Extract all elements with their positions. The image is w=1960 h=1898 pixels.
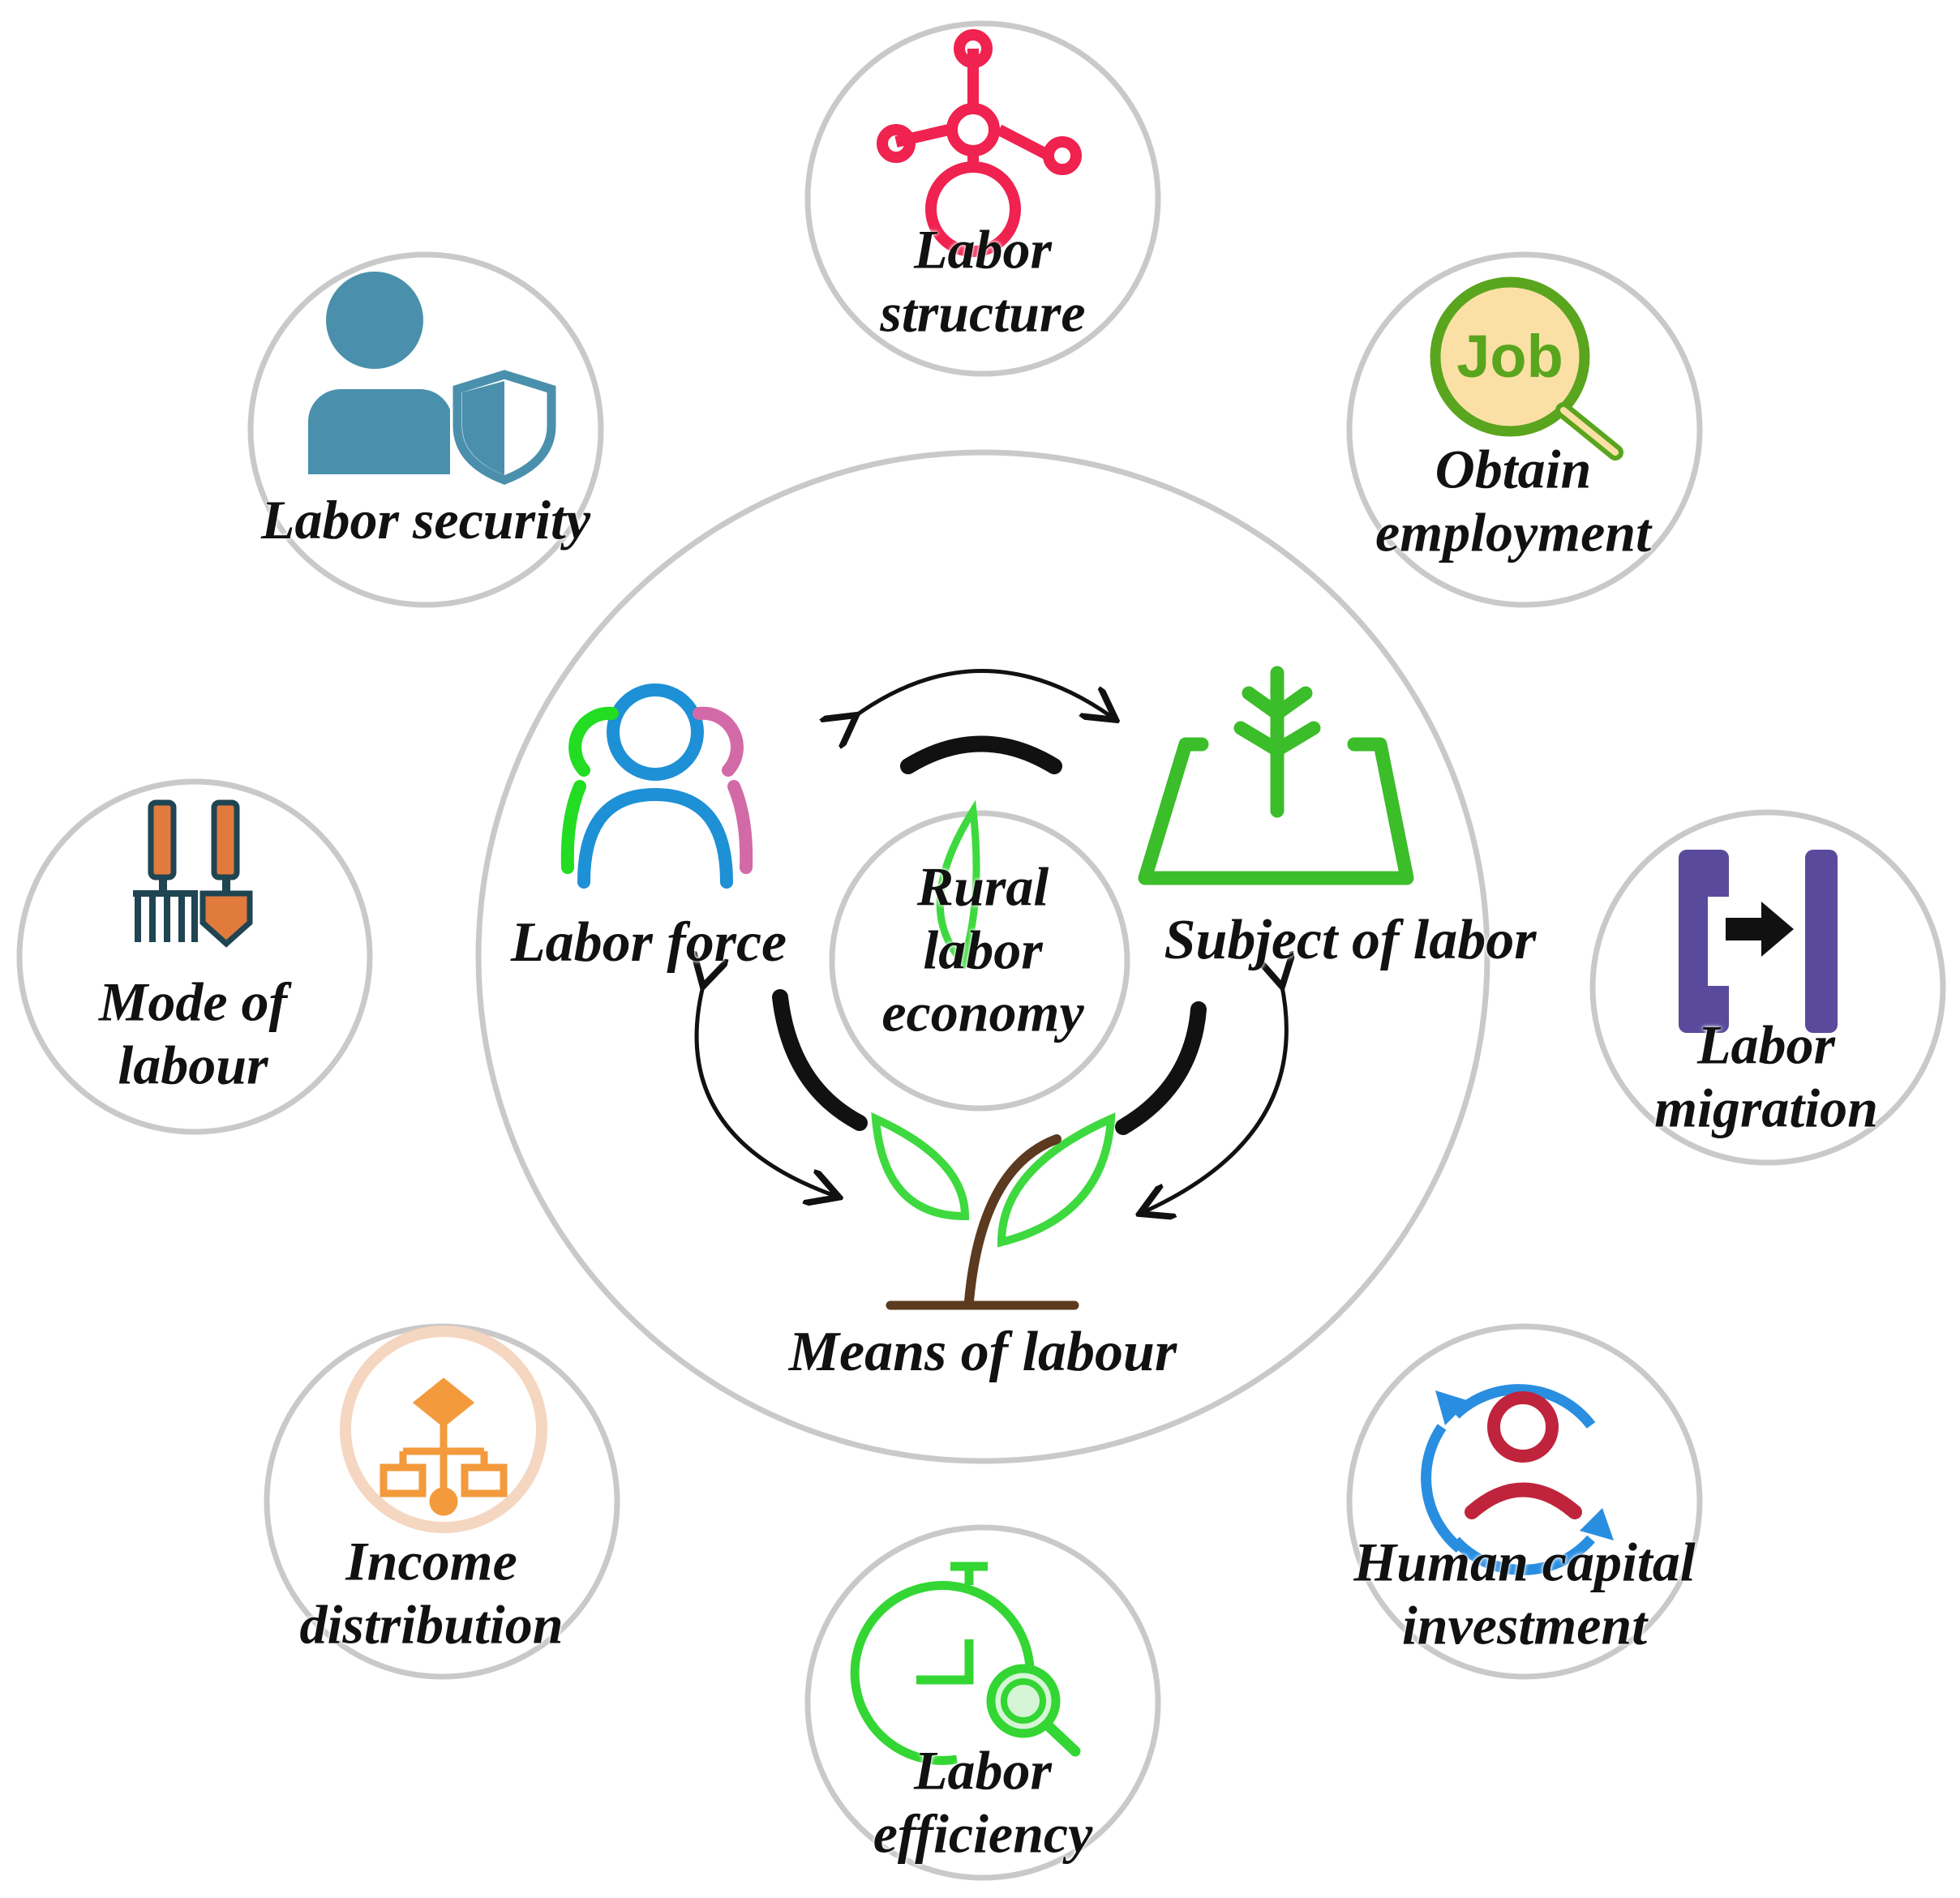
ring-labor-structure [804, 20, 1161, 377]
people-icon [560, 683, 753, 889]
ring-mode-of-labour [16, 778, 373, 1135]
garden-tools-icon [133, 799, 253, 948]
human-capital-label: Human capital investment [1353, 1531, 1695, 1656]
obtain-employment-line-1: Obtain [1435, 438, 1592, 500]
center-label: Rural labor economy [881, 856, 1083, 1045]
means-of-labour-label: Means of labour [788, 1321, 1177, 1384]
obtain-employment-line-2: employment [1375, 501, 1651, 563]
labor-structure-line-2: structure [880, 281, 1086, 343]
migration-icon [1679, 850, 1838, 1033]
network-icon [877, 29, 1082, 257]
mode-of-labour-line-1: Mode of [98, 970, 288, 1033]
subject-of-labor-label: Subject of labor [1164, 909, 1537, 972]
job-search-icon: Job [1430, 276, 1623, 461]
income-distribution-line-2: distribution [299, 1593, 564, 1655]
labor-structure-label: Labor structure [880, 218, 1085, 344]
ring-labor-migration [1589, 809, 1946, 1166]
labor-efficiency-line-1: Labor [913, 1739, 1052, 1802]
sprout-icon [871, 799, 1116, 1310]
labor-migration-line-2: migration [1654, 1077, 1878, 1138]
center-line-1: Rural [916, 855, 1049, 918]
labor-structure-line-1: Labor [914, 218, 1052, 281]
labor-efficiency-line-2: efficiency [873, 1802, 1093, 1864]
center-line-3: economy [881, 981, 1084, 1043]
mode-of-labour-line-2: labour [118, 1034, 268, 1095]
ring-labor-security [247, 251, 604, 608]
labor-migration-label: Labor migration [1654, 1013, 1878, 1139]
labor-security-label: Labor security [261, 489, 590, 552]
labor-force-label: Labor force [510, 911, 787, 975]
mode-of-labour-label: Mode of labour [99, 970, 287, 1096]
center-line-2: labor [923, 919, 1043, 981]
human-capital-line-1: Human capital [1353, 1531, 1696, 1593]
job-badge-text: Job [1456, 323, 1563, 390]
tray-sprout-icon [1138, 666, 1414, 885]
labor-efficiency-label: Labor efficiency [873, 1739, 1093, 1865]
ring-human-capital [1346, 1323, 1703, 1680]
stopwatch-search-icon [850, 1562, 1081, 1765]
flowchart-icon [340, 1326, 547, 1533]
ring-obtain-employment [1346, 251, 1703, 608]
user-shield-icon [308, 272, 556, 485]
big-ring [475, 449, 1490, 1464]
income-distribution-label: Income distribution [299, 1530, 563, 1656]
income-distribution-line-1: Income [345, 1530, 517, 1592]
labor-security-line-1: Labor security [260, 489, 591, 551]
labor-migration-line-1: Labor [1696, 1013, 1835, 1076]
obtain-employment-label: Obtain employment [1375, 438, 1651, 563]
human-capital-line-2: investment [1401, 1594, 1648, 1656]
person-cycle-icon [1421, 1384, 1614, 1575]
ring-labor-efficiency [804, 1524, 1161, 1881]
double-arrows [697, 669, 1286, 1213]
